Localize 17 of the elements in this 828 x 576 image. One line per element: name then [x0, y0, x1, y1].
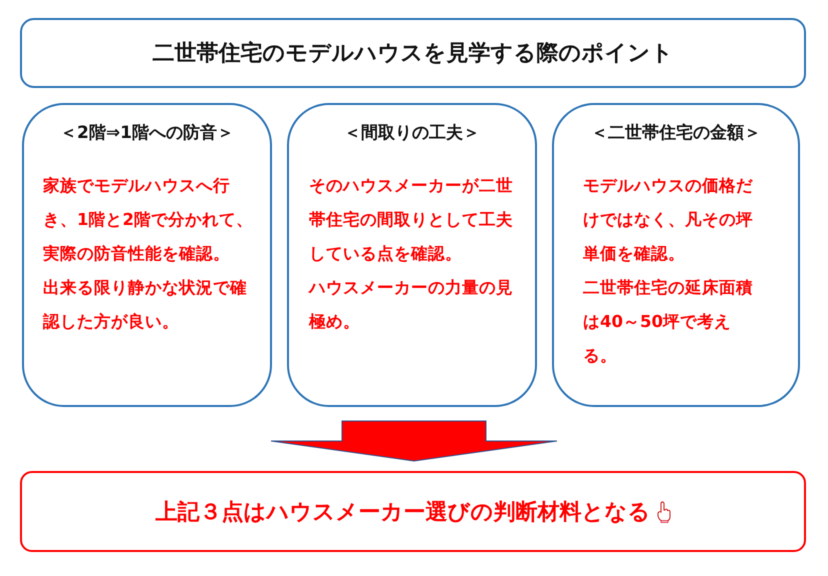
point-box	[287, 103, 537, 407]
conclusion-box	[20, 471, 806, 552]
title-text: 二世帯住宅のモデルハウスを見学する際のポイント	[152, 40, 674, 68]
point-text: 家族でモデルハウスへ行き、1階と2階で分かれて、実際の防音性能を確認。	[43, 175, 254, 265]
point-text: 二世帯住宅の延床面積は40～50坪で考える。	[583, 277, 754, 367]
conclusion-text: 上記３点はハウスメーカー選びの判断材料となる	[156, 498, 650, 526]
point-text: ハウスメーカーの力量の見極め。	[309, 277, 514, 333]
point-text: モデルハウスの価格だけではなく、凡その坪単価を確認。	[583, 175, 754, 265]
point-text: そのハウスメーカーが二世帯住宅の間取りとして工夫している点を確認。	[309, 175, 514, 265]
box-heading: ＜2階⇒1階への防音＞	[59, 122, 235, 144]
title-box	[20, 18, 806, 88]
box-heading: ＜間取りの工夫＞	[343, 122, 481, 144]
point-box	[552, 103, 800, 407]
point-text: 出来る限り静かな状況で確認した方が良い。	[43, 277, 248, 333]
point-box	[22, 103, 272, 407]
block-arrow	[270, 420, 558, 462]
box-heading: ＜二世帯住宅の金額＞	[590, 122, 762, 144]
